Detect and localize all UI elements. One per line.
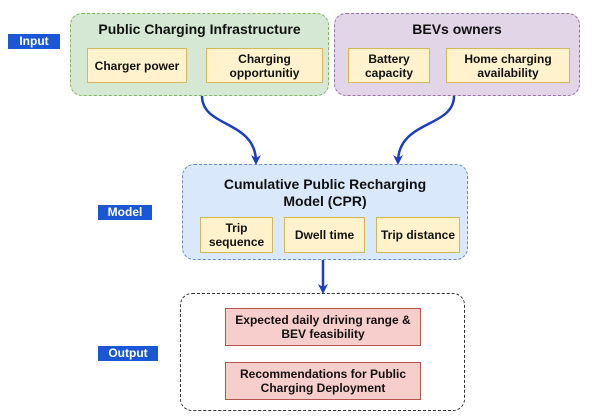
stage-label-input: Input [8,34,60,49]
stage-label-model: Model [98,205,152,220]
input-group-bev-owners: BEVs owners Battery capacity Home chargi… [334,13,580,96]
chip-charger-power: Charger power [87,48,187,83]
output-recommendations: Recommendations for Public Charging Depl… [225,362,421,400]
chip-home-charging: Home charging availability [446,48,570,83]
chip-trip-sequence: Trip sequence [200,217,273,253]
group-title: BEVs owners [412,21,502,37]
chip-charging-opportunity: Charging opportunitiy [206,48,323,83]
output-driving-range: Expected daily driving range & BEV feasi… [225,308,421,346]
chip-trip-distance: Trip distance [376,217,460,253]
group-title: Public Charging Infrastructure [98,21,301,37]
group-title: Cumulative Public Recharging Model (CPR) [223,176,427,209]
chip-dwell-time: Dwell time [284,217,365,253]
arrow-owners-to-model [393,95,456,165]
output-group: Expected daily driving range & BEV feasi… [180,293,465,411]
chip-battery-capacity: Battery capacity [348,48,430,83]
arrow-infrastructure-to-model [200,95,261,165]
model-group-cpr: Cumulative Public Recharging Model (CPR)… [182,164,468,260]
stage-label-output: Output [98,346,158,361]
input-group-charging-infrastructure: Public Charging Infrastructure Charger p… [70,13,329,96]
